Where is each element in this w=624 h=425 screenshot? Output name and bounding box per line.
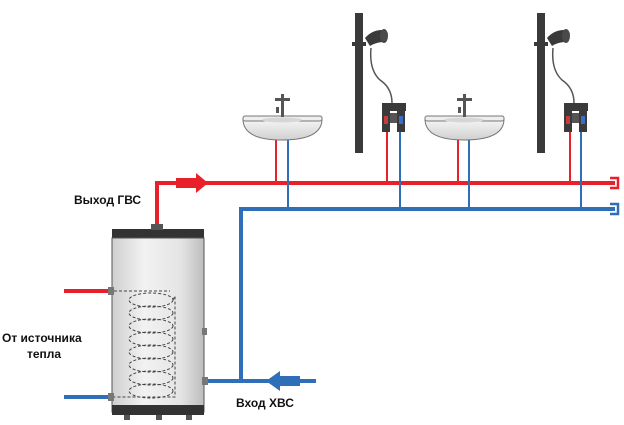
hot-water-flow-arrow [176, 173, 208, 193]
hot-water-outlet-label: Выход ГВС [74, 193, 142, 207]
heat-source-label-line1: От источника [2, 331, 82, 345]
cold-water-flow-arrow [266, 371, 300, 391]
cold-water-inlet-label: Вход ХВС [236, 396, 294, 410]
cold-water-pipe [205, 128, 620, 383]
sink-1-faucet-icon [275, 94, 290, 117]
sink-1 [242, 115, 323, 141]
heating-coil [114, 290, 176, 399]
heat-source-label-line2: тепла [27, 347, 62, 361]
storage-tank [108, 224, 208, 420]
shower-2 [534, 13, 588, 153]
shower-1 [352, 13, 406, 153]
sink-2-faucet-icon [457, 94, 472, 117]
hot-water-pipe [155, 128, 620, 228]
sink-2 [424, 115, 505, 141]
